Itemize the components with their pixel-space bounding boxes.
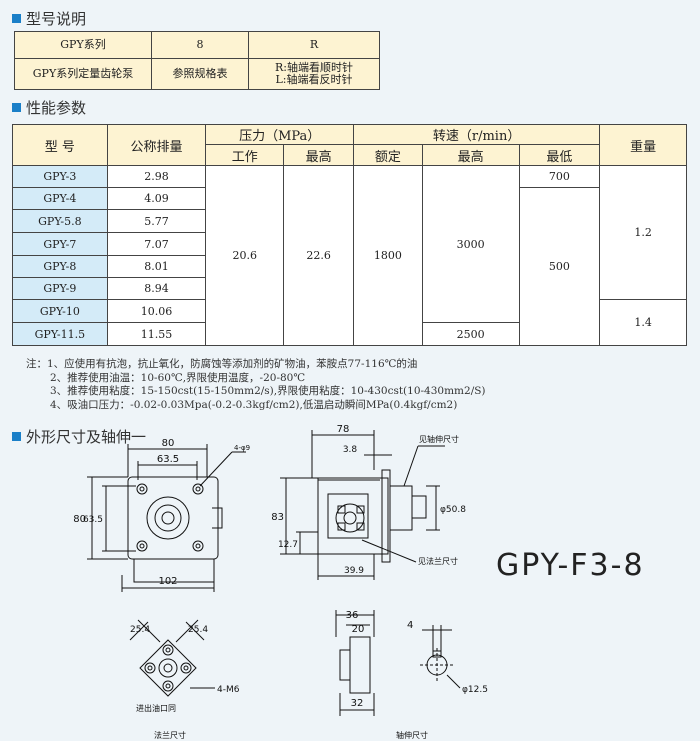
label-text: 见轴伸尺寸 xyxy=(419,434,459,444)
note-4: 4、吸油口压力：-0.02-0.03Mpa(-0.2-0.3kgf/cm2),低… xyxy=(50,398,458,411)
header-min-speed: 最低 xyxy=(518,144,601,166)
dim-text: 25.4 xyxy=(130,625,150,635)
dim-text: 3.8 xyxy=(343,445,358,455)
weight-a: 1.2 xyxy=(599,165,687,300)
note-2: 2、推荐使用油温：10-60℃,界限使用温度，-20-80℃ xyxy=(50,371,306,384)
work-pressure: 20.6 xyxy=(205,165,285,346)
dim-text: 78 xyxy=(337,424,350,435)
header-speed: 转速（r/min） xyxy=(352,124,601,145)
dim-text: 4-φ9 xyxy=(234,444,250,452)
model-cell: 8 xyxy=(151,31,249,59)
dim-text: 80 xyxy=(162,438,175,449)
header-work: 工作 xyxy=(205,144,285,166)
label-text: 见法兰尺寸 xyxy=(418,556,458,566)
table-row-model: GPY-7 xyxy=(12,232,108,256)
weight-b: 1.4 xyxy=(599,299,687,346)
side-view xyxy=(280,430,445,580)
table-row-model: GPY-5.8 xyxy=(12,209,108,233)
header-displacement: 公称排量 xyxy=(106,124,207,166)
rated-speed: 1800 xyxy=(353,165,423,346)
flange-view xyxy=(129,619,215,697)
dim-text: 25.4 xyxy=(188,625,208,635)
header-model: 型 号 xyxy=(12,124,108,166)
dim-text: 39.9 xyxy=(344,566,364,576)
rotation-l: L:轴端看反时针 xyxy=(275,73,353,86)
max-speed-b: 2500 xyxy=(421,322,520,346)
label-text: 轴伸尺寸 xyxy=(396,730,428,740)
dim-text: φ50.8 xyxy=(440,505,466,515)
table-row-disp: 10.06 xyxy=(106,299,207,323)
table-row-model: GPY-9 xyxy=(12,277,108,300)
min-speed-b: 500 xyxy=(518,187,601,346)
label-text: 法兰尺寸 xyxy=(154,730,186,740)
dim-text: 63.5 xyxy=(83,515,103,525)
table-row-model: GPY-4 xyxy=(12,187,108,210)
header-weight: 重量 xyxy=(599,124,687,166)
note-3: 3、推荐使用粘度：15-150cst(15-150mm2/s),界限使用粘度：1… xyxy=(50,385,486,397)
section-square-icon xyxy=(12,14,21,23)
dim-text: 4 xyxy=(407,620,413,631)
section-title-performance: 性能参数 xyxy=(12,97,86,118)
model-cell: R:轴端看顺时针 L:轴端看反时针 xyxy=(248,58,380,90)
notes: 注：1、应使用有抗泡，抗止氧化，防腐蚀等添加剂的矿物油，苯胺点77-116℃的油… xyxy=(26,358,486,412)
table-row-disp: 11.55 xyxy=(106,322,207,346)
performance-table: 型 号 公称排量 压力（MPa） 转速（r/min） 重量 工作 最高 额定 最… xyxy=(12,124,687,346)
label-text: 进出油口同 xyxy=(136,703,176,713)
front-view xyxy=(87,444,246,592)
dim-text: 80 xyxy=(73,514,86,525)
section-title-model: 型号说明 xyxy=(12,8,86,29)
model-cell: GPY系列 xyxy=(14,31,152,59)
max-speed-a: 3000 xyxy=(421,165,520,323)
table-row-model: GPY-11.5 xyxy=(12,322,108,346)
model-cell: R xyxy=(248,31,380,59)
max-pressure: 22.6 xyxy=(283,165,354,346)
dim-text: φ12.5 xyxy=(462,685,488,695)
table-row-model: GPY-8 xyxy=(12,255,108,278)
section-square-icon xyxy=(12,432,21,441)
dim-text: 32 xyxy=(351,698,364,709)
model-code: GPY-F3-8 xyxy=(496,548,645,583)
model-cell: GPY系列定量齿轮泵 xyxy=(14,58,152,90)
dim-text: 63.5 xyxy=(157,454,179,465)
dim-text: 83 xyxy=(271,512,284,523)
header-rated: 额定 xyxy=(353,144,423,166)
dim-text: 20 xyxy=(352,624,365,635)
note-1: 注：1、应使用有抗泡，抗止氧化，防腐蚀等添加剂的矿物油，苯胺点77-116℃的油 xyxy=(26,358,418,370)
header-max-speed: 最高 xyxy=(421,144,520,166)
dim-text: 4-M6 xyxy=(217,685,240,695)
rotation-r: R:轴端看顺时针 xyxy=(275,61,353,74)
dim-text: 36 xyxy=(346,610,359,621)
dim-text: 102 xyxy=(158,576,177,587)
port-view xyxy=(335,610,375,716)
section-title-dimensions: 外形尺寸及轴伸一 xyxy=(12,426,146,447)
section-square-icon xyxy=(12,103,21,112)
table-row-disp: 7.07 xyxy=(106,232,207,256)
shaft-view xyxy=(420,625,461,689)
model-table: GPY系列 8 R GPY系列定量齿轮泵 参照规格表 R:轴端看顺时针 L:轴端… xyxy=(14,31,380,90)
header-pressure: 压力（MPa） xyxy=(205,124,354,145)
dim-text: 12.7 xyxy=(278,540,298,550)
